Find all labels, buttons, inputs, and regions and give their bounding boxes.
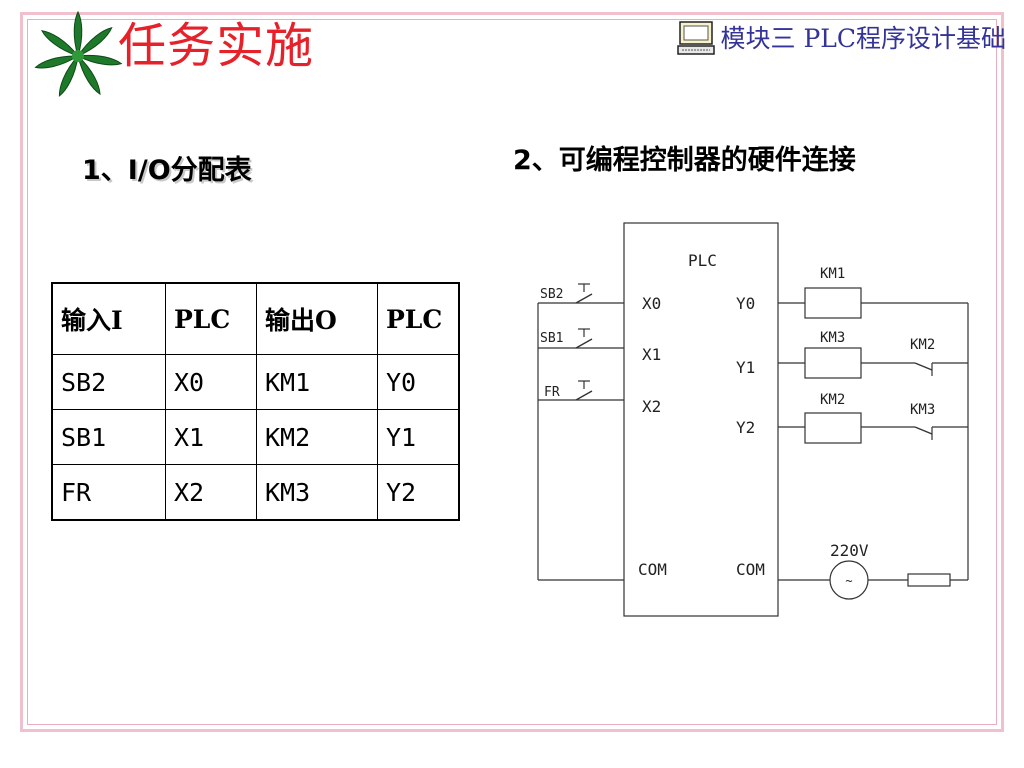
coil-label-km1: KM1 xyxy=(820,266,845,282)
com-right-label: COM xyxy=(736,560,765,579)
module-text: 模块三 PLC程序设计基础 xyxy=(720,23,1007,53)
interlock-label-km3: KM3 xyxy=(910,402,935,418)
fuse-icon xyxy=(907,573,951,587)
table-header-cell: PLC xyxy=(377,282,460,355)
section2-heading: 2、可编程控制器的硬件连接 xyxy=(513,145,856,176)
input-label-fr: FR xyxy=(544,385,560,400)
page-title: 任务实施 xyxy=(118,18,315,74)
input-label-sb2: SB2 xyxy=(540,287,563,302)
table-cell: X1 xyxy=(165,409,257,465)
table-cell: Y2 xyxy=(377,464,460,521)
slide-frame-outer xyxy=(20,12,1004,732)
slide-frame-inner xyxy=(27,19,997,725)
input-label-sb1: SB1 xyxy=(540,331,563,346)
io-table: 输入I PLC 输出O PLC SB2 X0 KM1 Y0 SB1 X1 KM2… xyxy=(51,282,460,521)
table-cell: Y1 xyxy=(377,409,460,465)
terminal-y2: Y2 xyxy=(736,418,755,437)
svg-text:~: ~ xyxy=(845,574,852,588)
plc-label: PLC xyxy=(688,251,717,270)
com-left-label: COM xyxy=(638,560,667,579)
supply-label: 220V xyxy=(830,541,869,560)
table-header-cell: 输入I xyxy=(51,282,166,355)
table-row: SB1 X1 KM2 Y1 xyxy=(51,409,460,465)
leaf-logo-icon xyxy=(34,10,123,97)
table-cell: KM3 xyxy=(256,464,378,521)
coil-km2 xyxy=(804,412,862,444)
table-row: FR X2 KM3 Y2 xyxy=(51,464,460,521)
terminal-y0: Y0 xyxy=(736,294,755,313)
table-header-cell: PLC xyxy=(165,282,257,355)
terminal-x2: X2 xyxy=(642,397,661,416)
interlock-label-km2: KM2 xyxy=(910,337,935,353)
table-cell: KM2 xyxy=(256,409,378,465)
module-label: 模块三 PLC程序设计基础 xyxy=(676,20,1007,56)
coil-label-km2: KM2 xyxy=(820,392,845,408)
table-header-cell: 输出O xyxy=(256,282,378,355)
coil-km3 xyxy=(804,347,862,379)
terminal-x1: X1 xyxy=(642,345,661,364)
table-header-row: 输入I PLC 输出O PLC xyxy=(51,282,460,355)
plc-box xyxy=(623,222,779,617)
coil-km1 xyxy=(804,287,862,319)
table-cell: SB1 xyxy=(51,409,166,465)
table-row: SB2 X0 KM1 Y0 xyxy=(51,354,460,410)
terminal-x0: X0 xyxy=(642,294,661,313)
terminal-y1: Y1 xyxy=(736,358,755,377)
computer-icon xyxy=(676,21,715,55)
plc-wiring-diagram: ~ PLC SB2 SB1 FR X0 X1 X2 Y0 Y1 Y2 KM1 K… xyxy=(537,222,969,617)
section1-heading: 1、I/O分配表 xyxy=(82,155,252,186)
table-cell: Y0 xyxy=(377,354,460,410)
table-cell: X2 xyxy=(165,464,257,521)
table-cell: KM1 xyxy=(256,354,378,410)
coil-label-km3: KM3 xyxy=(820,330,845,346)
table-cell: SB2 xyxy=(51,354,166,410)
table-cell: FR xyxy=(51,464,166,521)
table-cell: X0 xyxy=(165,354,257,410)
